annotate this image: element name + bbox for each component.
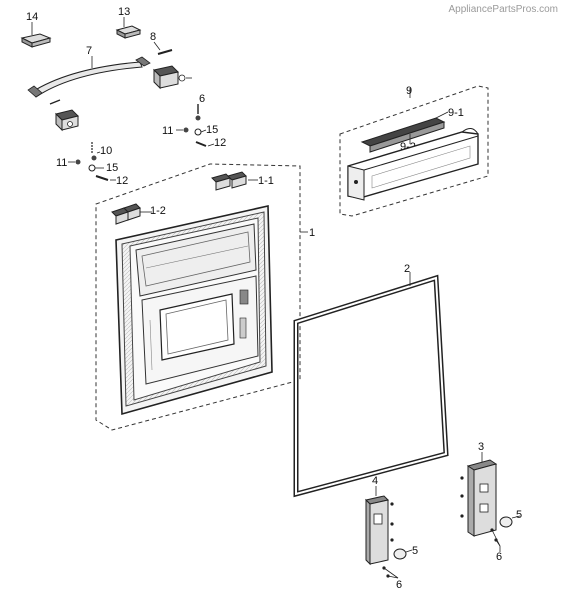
part-7-door-handle	[27, 56, 151, 105]
callout-9-1: 9-1	[448, 107, 464, 119]
callout-1-1: 1-1	[258, 175, 274, 187]
callout-6-center: 6	[396, 579, 402, 591]
callout-1: 1	[309, 227, 315, 239]
part-5-hinge-pin-right	[499, 515, 521, 528]
callout-5-right: 5	[516, 509, 522, 521]
callout-8: 8	[150, 31, 156, 43]
part-1-door-assembly	[115, 205, 273, 416]
callout-7: 7	[86, 45, 92, 57]
callout-13: 13	[118, 6, 130, 18]
screw-group-upper	[176, 104, 215, 147]
callout-3: 3	[478, 441, 484, 453]
watermark: AppliancePartsPros.com	[448, 4, 559, 15]
part-6-screws-center	[382, 566, 399, 579]
part-1-assembly-boundary	[95, 163, 301, 431]
callout-11-upper: 11	[162, 125, 173, 137]
callout-10: 10	[100, 145, 112, 157]
callout-4: 4	[372, 475, 378, 487]
upper-hinge-left	[55, 109, 79, 132]
callout-2: 2	[404, 263, 410, 275]
part-9-door-bin	[347, 128, 479, 201]
part-8-pin	[153, 41, 173, 55]
callout-9: 9	[406, 85, 412, 97]
part-13-hinge-cover	[115, 17, 142, 39]
part-6-screws-right	[490, 528, 501, 552]
part-2-door-gasket	[293, 272, 449, 498]
callout-12-lower: 12	[116, 175, 128, 187]
callout-14: 14	[26, 11, 38, 23]
callout-15-upper: 15	[206, 124, 218, 136]
callout-15-lower: 15	[106, 162, 118, 174]
part-14-hinge-cover	[20, 22, 52, 48]
part-1-1-door-hinge	[211, 171, 258, 191]
upper-hinge-right	[153, 65, 192, 90]
callout-12-upper: 12	[214, 137, 226, 149]
part-5-hinge-pin-center	[393, 548, 413, 560]
callout-6-right: 6	[496, 551, 502, 563]
callout-6-upper: 6	[199, 93, 205, 105]
callout-11-lower: 11	[56, 157, 67, 169]
screw-group-lower	[68, 142, 116, 181]
part-3-lower-hinge-bracket	[460, 452, 498, 537]
part-1-2-door-hinge	[111, 203, 152, 225]
callout-1-2: 1-2	[150, 205, 166, 217]
part-4-lower-hinge-bracket	[365, 486, 394, 566]
callout-5-center: 5	[412, 545, 418, 557]
part-9-1-bin-cover	[360, 111, 449, 153]
